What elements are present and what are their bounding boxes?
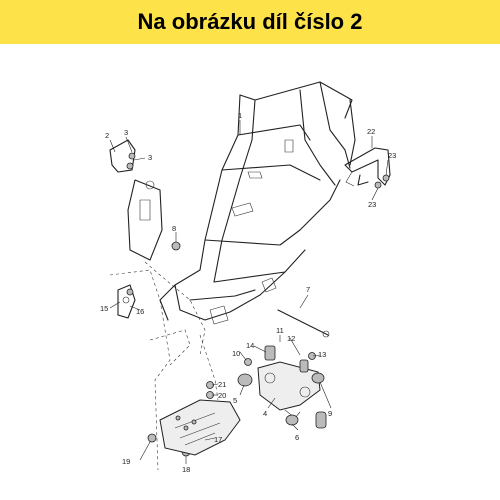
callout-2: 2 — [105, 131, 109, 140]
callout-1: 1 — [238, 111, 242, 120]
callout-14: 14 — [246, 341, 254, 350]
callout-6: 6 — [295, 433, 299, 442]
callout-18: 18 — [182, 465, 190, 474]
callout-17: 17 — [214, 435, 222, 444]
main-frame — [159, 81, 356, 325]
headstock-bracket — [109, 139, 163, 261]
callout-7: 7 — [306, 285, 310, 294]
floor-panel — [159, 399, 241, 456]
title-banner: Na obrázku díl číslo 2 — [0, 0, 500, 44]
callout-21: 21 — [218, 380, 226, 389]
bushings — [237, 345, 327, 429]
callout-3a: 3 — [124, 128, 128, 137]
banner-title: Na obrázku díl číslo 2 — [137, 9, 363, 34]
callout-11: 11 — [276, 326, 284, 335]
callout-4: 4 — [263, 409, 267, 418]
callout-19: 19 — [122, 457, 130, 466]
callout-13: 13 — [318, 350, 326, 359]
dashed-guides — [109, 261, 219, 471]
leader-lines — [109, 120, 389, 464]
callout-16: 16 — [136, 307, 144, 316]
callout-labels: 1 2 3 3 4 5 6 7 8 9 10 11 12 13 14 15 16… — [100, 111, 396, 474]
callout-22: 22 — [367, 127, 375, 136]
rear-bracket — [344, 147, 391, 187]
callout-5: 5 — [233, 396, 237, 405]
bolts — [126, 152, 390, 457]
engine-mount — [257, 361, 321, 419]
callout-10: 10 — [232, 349, 240, 358]
callout-12: 12 — [287, 334, 295, 343]
callout-20: 20 — [218, 391, 226, 400]
callout-3b: 3 — [148, 153, 152, 162]
callout-23b: 23 — [368, 200, 376, 209]
callout-8: 8 — [172, 224, 176, 233]
front-bracket — [117, 284, 136, 319]
callout-23a: 23 — [388, 151, 396, 160]
callout-15: 15 — [100, 304, 108, 313]
callout-9: 9 — [328, 409, 332, 418]
